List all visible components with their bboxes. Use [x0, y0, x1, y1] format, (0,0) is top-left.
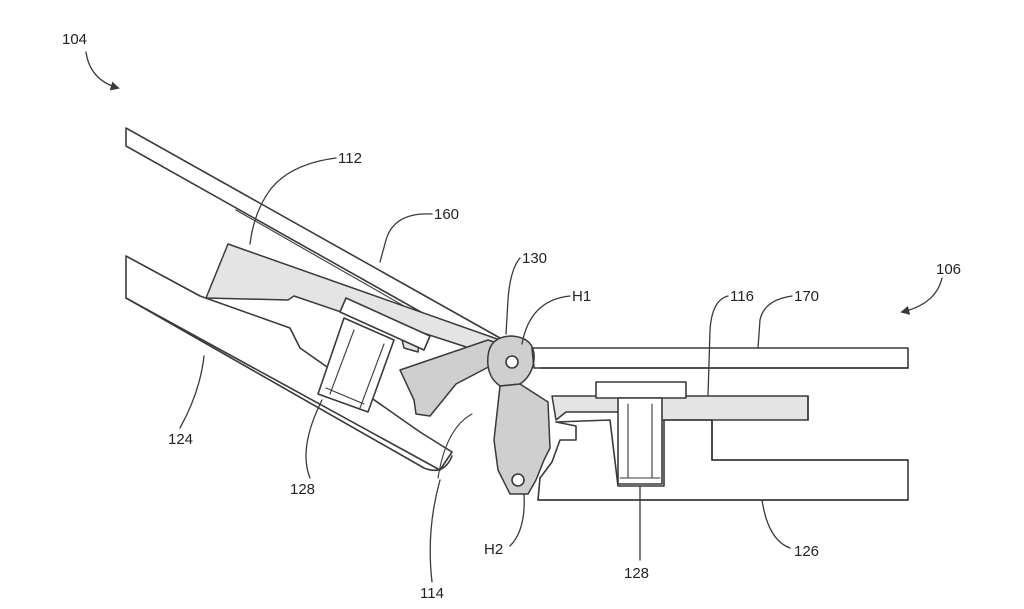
leader-h2 [509, 493, 525, 547]
label-114: 114 [420, 585, 444, 602]
leader-126 [761, 499, 791, 549]
left-bottom-wall [125, 255, 453, 471]
label-124: 124 [168, 431, 193, 448]
label-h1: H1 [572, 288, 591, 305]
leader-170 [757, 295, 793, 349]
left-fastener-128 [317, 317, 395, 413]
arrow-104 [85, 51, 120, 91]
label-h2: H2 [484, 541, 503, 558]
hinge-link-114 [493, 383, 551, 495]
right-housing [531, 347, 909, 501]
right-plate [595, 381, 687, 399]
arrow-106 [900, 277, 943, 315]
label-130: 130 [522, 250, 547, 267]
hinge-pin-h1 [505, 355, 519, 369]
leader-160 [379, 213, 433, 263]
label-128-right: 128 [624, 565, 649, 582]
right-fastener-128 [617, 397, 663, 485]
left-plate [339, 297, 431, 351]
leader-114 [429, 479, 441, 583]
leader-128-left [305, 399, 323, 479]
leader-h1 [521, 295, 571, 345]
right-top-cover [531, 347, 909, 369]
right-circuit-board [551, 395, 809, 421]
label-112: 112 [338, 150, 362, 167]
leader-130 [505, 257, 521, 335]
leader-116 [707, 295, 729, 397]
leader-124 [179, 355, 205, 429]
label-116: 116 [730, 288, 754, 305]
leader-lines [85, 51, 943, 583]
label-128-left: 128 [290, 481, 315, 498]
label-160: 160 [434, 206, 459, 223]
leader-112 [249, 157, 337, 245]
reference-labels: 104 106 112 160 130 H1 116 170 124 128 1… [62, 31, 961, 602]
right-bottom-wall [537, 419, 909, 501]
label-104: 104 [62, 31, 87, 48]
label-106: 106 [936, 261, 961, 278]
label-170: 170 [794, 288, 819, 305]
left-hinge-arm [399, 339, 501, 417]
left-top-cover [125, 127, 501, 353]
hinge-assembly [437, 335, 551, 495]
hinge-pin-h2 [511, 473, 525, 487]
label-126: 126 [794, 543, 819, 560]
